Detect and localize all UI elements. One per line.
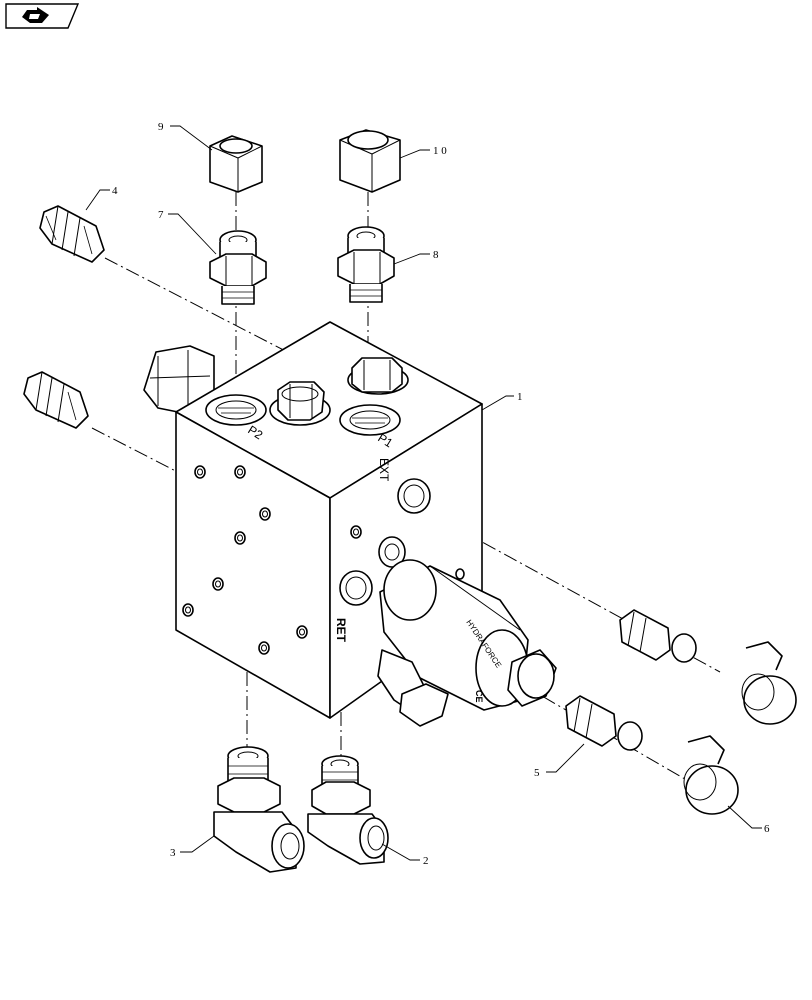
top-center-plug bbox=[269, 381, 331, 426]
callout-3: 3 bbox=[170, 847, 176, 859]
callout-2: 2 bbox=[423, 855, 429, 867]
elbow-part-2 bbox=[307, 755, 389, 865]
front-face-holes bbox=[182, 465, 308, 655]
fitting-part-7 bbox=[209, 230, 267, 305]
callout-10: 1 0 bbox=[433, 145, 447, 157]
p2-mark: P2 bbox=[245, 423, 265, 443]
p1-mark: P1 bbox=[375, 431, 395, 451]
cap-part-9 bbox=[209, 135, 263, 193]
fitting-left-unlabeled bbox=[23, 371, 89, 429]
dust-cap-upper bbox=[741, 641, 797, 725]
dust-cap-part-6 bbox=[683, 735, 739, 815]
solenoid-logo-mark: CE bbox=[474, 690, 484, 703]
right-face-features bbox=[339, 478, 465, 606]
port-ret bbox=[339, 570, 373, 606]
port-p2 bbox=[205, 394, 267, 426]
ret-mark: RET bbox=[334, 618, 348, 643]
fitting-part-5 bbox=[565, 695, 643, 751]
callout-9: 9 bbox=[158, 121, 164, 133]
top-rear-plug bbox=[347, 357, 409, 395]
leader-lines bbox=[85, 125, 762, 861]
callout-7: 7 bbox=[158, 209, 164, 221]
ext-mark: EXT bbox=[377, 458, 391, 482]
callout-4: 4 bbox=[112, 185, 118, 197]
right-face-small-port bbox=[378, 536, 406, 568]
solenoid-valve: HYDRAFORCE CE bbox=[377, 559, 557, 727]
fitting-part-8 bbox=[337, 226, 395, 303]
fitting-part-4 bbox=[39, 205, 105, 263]
callout-8: 8 bbox=[433, 249, 439, 261]
port-p1 bbox=[339, 404, 401, 436]
port-ext bbox=[397, 478, 431, 514]
page-arrow-icon bbox=[22, 7, 49, 23]
nav-button[interactable] bbox=[5, 3, 80, 29]
callout-1: 1 bbox=[517, 391, 523, 403]
cap-part-10 bbox=[339, 129, 401, 193]
fitting-right-upper bbox=[619, 609, 697, 663]
callout-6: 6 bbox=[764, 823, 770, 835]
callout-5: 5 bbox=[534, 767, 540, 779]
elbow-part-3 bbox=[213, 746, 305, 873]
valve-block: P2 P1 EXT RET bbox=[143, 321, 483, 719]
